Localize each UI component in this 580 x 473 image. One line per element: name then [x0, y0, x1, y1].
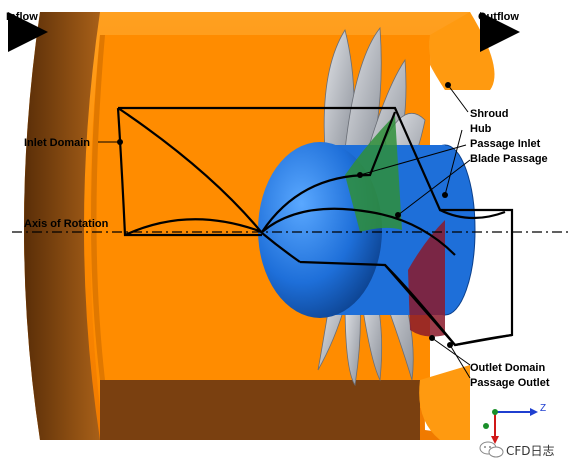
- leader-lines: [98, 84, 471, 379]
- label-passage-inlet: Passage Inlet: [470, 138, 541, 150]
- label-axis-of-rotation: Axis of Rotation: [24, 218, 109, 230]
- label-hub: Hub: [470, 123, 492, 135]
- coordinate-triad: Z: [483, 403, 546, 444]
- wechat-logo-icon: [479, 441, 504, 458]
- inlet-domain-outline: [116, 106, 330, 237]
- label-inlet-domain: Inlet Domain: [24, 137, 90, 149]
- leader-hub: [444, 129, 463, 196]
- shroud-bottom-inner: [91, 35, 105, 380]
- leader-blade-passage: [397, 159, 471, 216]
- passage-outlet-surface: [408, 220, 445, 337]
- watermark-text: CFD日志: [506, 444, 555, 458]
- label-blade-passage: Blade Passage: [470, 153, 548, 165]
- label-outlet-domain: Outlet Domain: [470, 362, 545, 374]
- blade-bottom-2: [344, 299, 361, 387]
- label-inflow: Inflow: [6, 11, 38, 23]
- passage-inner-edge: [261, 207, 456, 256]
- label-passage-outlet: Passage Outlet: [470, 377, 550, 389]
- domain-outlines: [116, 106, 514, 347]
- passage-inlet-surface: [345, 115, 402, 232]
- leader-dots: [117, 82, 453, 348]
- leader-shroud: [447, 84, 469, 113]
- leader-passage-outlet: [449, 344, 471, 379]
- outlet-domain-outline: [384, 209, 513, 347]
- shroud-inner-band: [24, 12, 100, 440]
- shroud-right-rim-bottom: [419, 365, 470, 440]
- leader-outlet-domain: [431, 337, 471, 366]
- triad-axis-label: Z: [540, 403, 546, 414]
- blade-bottom-1: [317, 299, 346, 371]
- label-shroud: Shroud: [470, 108, 509, 120]
- watermark: CFD日志: [479, 441, 555, 458]
- shroud-right-rim: [429, 12, 495, 90]
- label-outflow: Outflow: [478, 11, 519, 23]
- shroud-bottom-band: [100, 380, 420, 440]
- leader-passage-inlet: [359, 144, 467, 176]
